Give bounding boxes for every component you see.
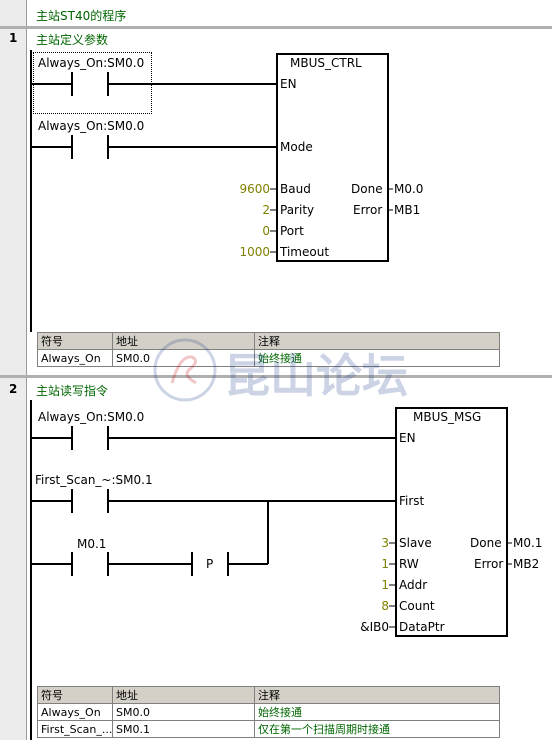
watermark-logo-icon — [153, 338, 217, 402]
mbus-ctrl-block[interactable] — [276, 53, 389, 262]
comment-cell: 始终接通 — [254, 349, 500, 367]
network-gutter — [0, 0, 26, 740]
gutter-divider — [26, 0, 27, 740]
watermark: 昆山论坛 — [150, 330, 430, 410]
rw-value[interactable]: 1 — [381, 557, 389, 571]
mbus-msg-block[interactable] — [395, 407, 508, 637]
mbus-ctrl-title: MBUS_CTRL — [290, 56, 362, 70]
baud-value[interactable]: 9600 — [239, 182, 270, 196]
error-output-2[interactable]: MB2 — [513, 557, 540, 571]
mbus-ctrl-en: EN — [280, 77, 297, 91]
mbus-msg-title: MBUS_MSG — [413, 410, 482, 424]
address-header: 地址 — [112, 686, 255, 704]
comment-cell: 仅在第一个扫描周期时接通 — [254, 720, 500, 738]
parity-value[interactable]: 2 — [262, 203, 270, 217]
watermark-text: 昆山论坛 — [224, 349, 408, 403]
network-separator — [0, 375, 552, 378]
table-row: Always_On SM0.0 始终接通 — [37, 703, 500, 721]
n1-contact-1-label[interactable]: Always_On:SM0.0 — [38, 56, 145, 70]
error-output[interactable]: MB1 — [394, 203, 421, 217]
mbus-ctrl-parity: Parity — [280, 203, 315, 217]
mbus-msg-count: Count — [399, 599, 435, 613]
network-2-number[interactable]: 2 — [9, 382, 18, 396]
mbus-msg-error: Error — [474, 557, 504, 571]
table-row: First_Scan_... SM0.1 仅在第一个扫描周期时接通 — [37, 720, 500, 738]
addr-value[interactable]: 1 — [381, 578, 389, 592]
network-1-number[interactable]: 1 — [9, 31, 18, 45]
mbus-msg-en: EN — [399, 431, 416, 445]
address-cell: SM0.1 — [112, 720, 255, 738]
slave-value[interactable]: 3 — [381, 536, 389, 550]
title-separator — [0, 26, 552, 29]
count-value[interactable]: 8 — [381, 599, 389, 613]
mbus-msg-slave: Slave — [399, 536, 432, 550]
done-output-2[interactable]: M0.1 — [513, 536, 543, 550]
n1-symbol-table: 符号 地址 注释 Always_On SM0.0 始终接通 — [37, 332, 500, 367]
symbol-header: 符号 — [37, 332, 113, 350]
port-value[interactable]: 0 — [262, 224, 270, 238]
n2-contact-3-label[interactable]: M0.1 — [77, 537, 107, 551]
n2-contact-1-label[interactable]: Always_On:SM0.0 — [38, 410, 145, 424]
mbus-ctrl-error: Error — [353, 203, 383, 217]
n1-contact-2-label[interactable]: Always_On:SM0.0 — [38, 119, 145, 133]
mbus-msg-dataptr: DataPtr — [399, 620, 445, 634]
mbus-ctrl-mode: Mode — [280, 140, 313, 154]
symbol-header: 符号 — [37, 686, 113, 704]
mbus-ctrl-timeout: Timeout — [280, 245, 330, 259]
dataptr-value[interactable]: &IB0 — [360, 620, 389, 634]
n2-contact-2-label[interactable]: First_Scan_~:SM0.1 — [35, 473, 153, 487]
mbus-ctrl-port: Port — [280, 224, 304, 238]
network-1-title[interactable]: 主站定义参数 — [36, 33, 109, 47]
mbus-msg-rw: RW — [399, 557, 419, 571]
symbol-cell: Always_On — [37, 703, 113, 721]
pulse-label: P — [206, 557, 214, 571]
table-row: Always_On SM0.0 始终接通 — [37, 349, 500, 367]
symbol-cell: Always_On — [37, 349, 113, 367]
mbus-ctrl-baud: Baud — [280, 182, 311, 196]
n2-symbol-table: 符号 地址 注释 Always_On SM0.0 始终接通 First_Scan… — [37, 686, 500, 738]
network-2-title[interactable]: 主站读写指令 — [36, 384, 109, 398]
mbus-msg-addr: Addr — [399, 578, 428, 592]
network-1-power-rail — [30, 50, 32, 332]
timeout-value[interactable]: 1000 — [239, 245, 270, 259]
mbus-ctrl-done: Done — [351, 182, 383, 196]
network-2-power-rail — [30, 400, 32, 740]
address-cell: SM0.0 — [112, 349, 255, 367]
mbus-msg-done: Done — [470, 536, 502, 550]
program-title: 主站ST40的程序 — [36, 9, 127, 23]
done-output[interactable]: M0.0 — [394, 182, 424, 196]
mbus-msg-first: First — [399, 494, 425, 508]
